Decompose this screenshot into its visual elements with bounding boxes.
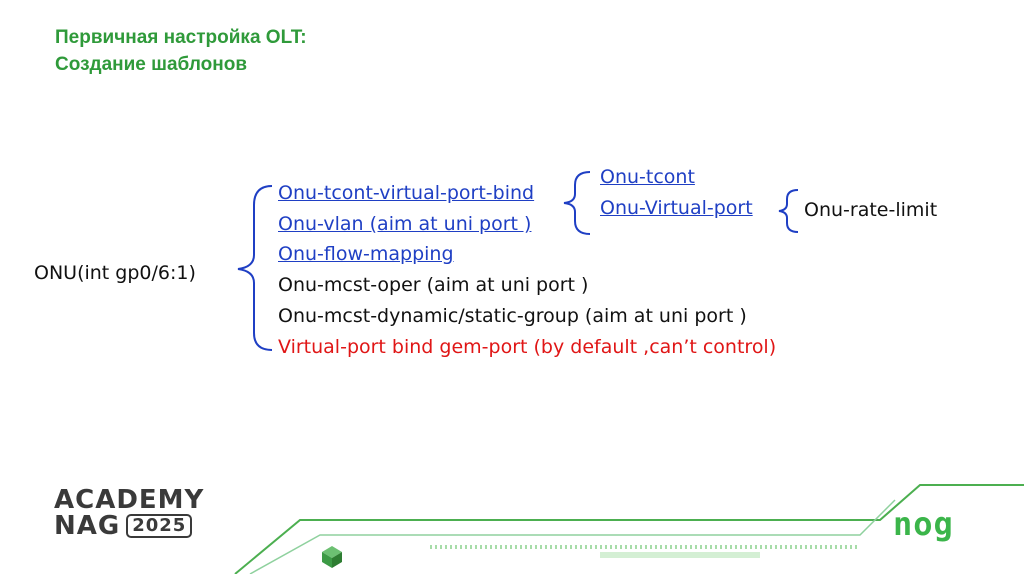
academy-logo-line1: ACADEMY (54, 485, 205, 515)
cube-icon (322, 546, 342, 568)
footer-decoration (234, 484, 1024, 574)
item-onu-mcst-oper: Onu-mcst-oper (aim at uni port ) (278, 274, 589, 296)
leaf-brace (778, 189, 799, 233)
item-virtual-port-bind-gem-port: Virtual-port bind gem-port (by default ,… (278, 336, 777, 358)
onu-root-label: ONU(int gp0/6:1) (34, 262, 196, 284)
sub-item-onu-tcont[interactable]: Onu-tcont (600, 166, 695, 188)
sub-item-onu-virtual-port[interactable]: Onu-Virtual-port (600, 197, 753, 219)
item-onu-mcst-dynamic-static-group: Onu-mcst-dynamic/static-group (aim at un… (278, 305, 747, 327)
nog-logo: nog (893, 505, 954, 543)
main-brace (237, 185, 273, 351)
item-onu-tcont-virtual-port-bind[interactable]: Onu-tcont-virtual-port-bind (278, 182, 535, 204)
slide-title-line1: Первичная настройка OLT: (55, 27, 307, 48)
academy-logo-year: 2025 (126, 514, 193, 538)
item-onu-vlan[interactable]: Onu-vlan (aim at uni port ) (278, 213, 532, 235)
academy-nag-logo: ACADEMY NAG 2025 (54, 487, 204, 539)
item-onu-flow-mapping[interactable]: Onu-flow-mapping (278, 243, 454, 265)
leaf-onu-rate-limit: Onu-rate-limit (804, 199, 938, 221)
slide-title-line2: Создание шаблонов (55, 54, 248, 75)
sub-brace (563, 171, 591, 235)
academy-logo-line2: NAG (54, 511, 121, 541)
slide-title: Первичная настройка OLT: Создание шаблон… (55, 24, 307, 78)
